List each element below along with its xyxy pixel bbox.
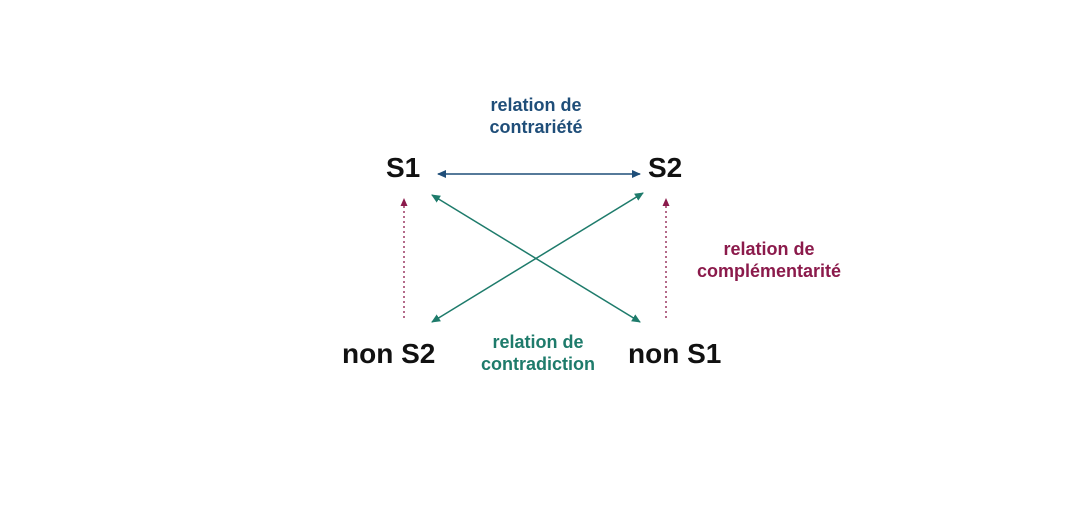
term-s1: S1 [386, 152, 421, 183]
relation-contradiction-label: relation de contradiction [468, 331, 608, 375]
relation-contradiction-line1: relation de [492, 332, 584, 352]
contradiction-arrow-s2-non-s2 [431, 192, 644, 323]
term-non-s1: non S1 [628, 338, 722, 369]
relation-contradiction-line2: contradiction [480, 354, 595, 374]
term-s2: S2 [648, 152, 683, 183]
relation-contrariety-label: relation de contrariété [476, 94, 596, 138]
relation-complementarity-line2: complémentarité [696, 261, 842, 281]
relation-contrariety-line1: relation de [490, 95, 582, 115]
term-non-s2: non S2 [342, 338, 436, 369]
relation-complementarity-line1: relation de [723, 239, 815, 259]
relation-contrariety-line2: contrariété [489, 117, 583, 137]
relation-complementarity-label: relation de complémentarité [684, 238, 854, 282]
